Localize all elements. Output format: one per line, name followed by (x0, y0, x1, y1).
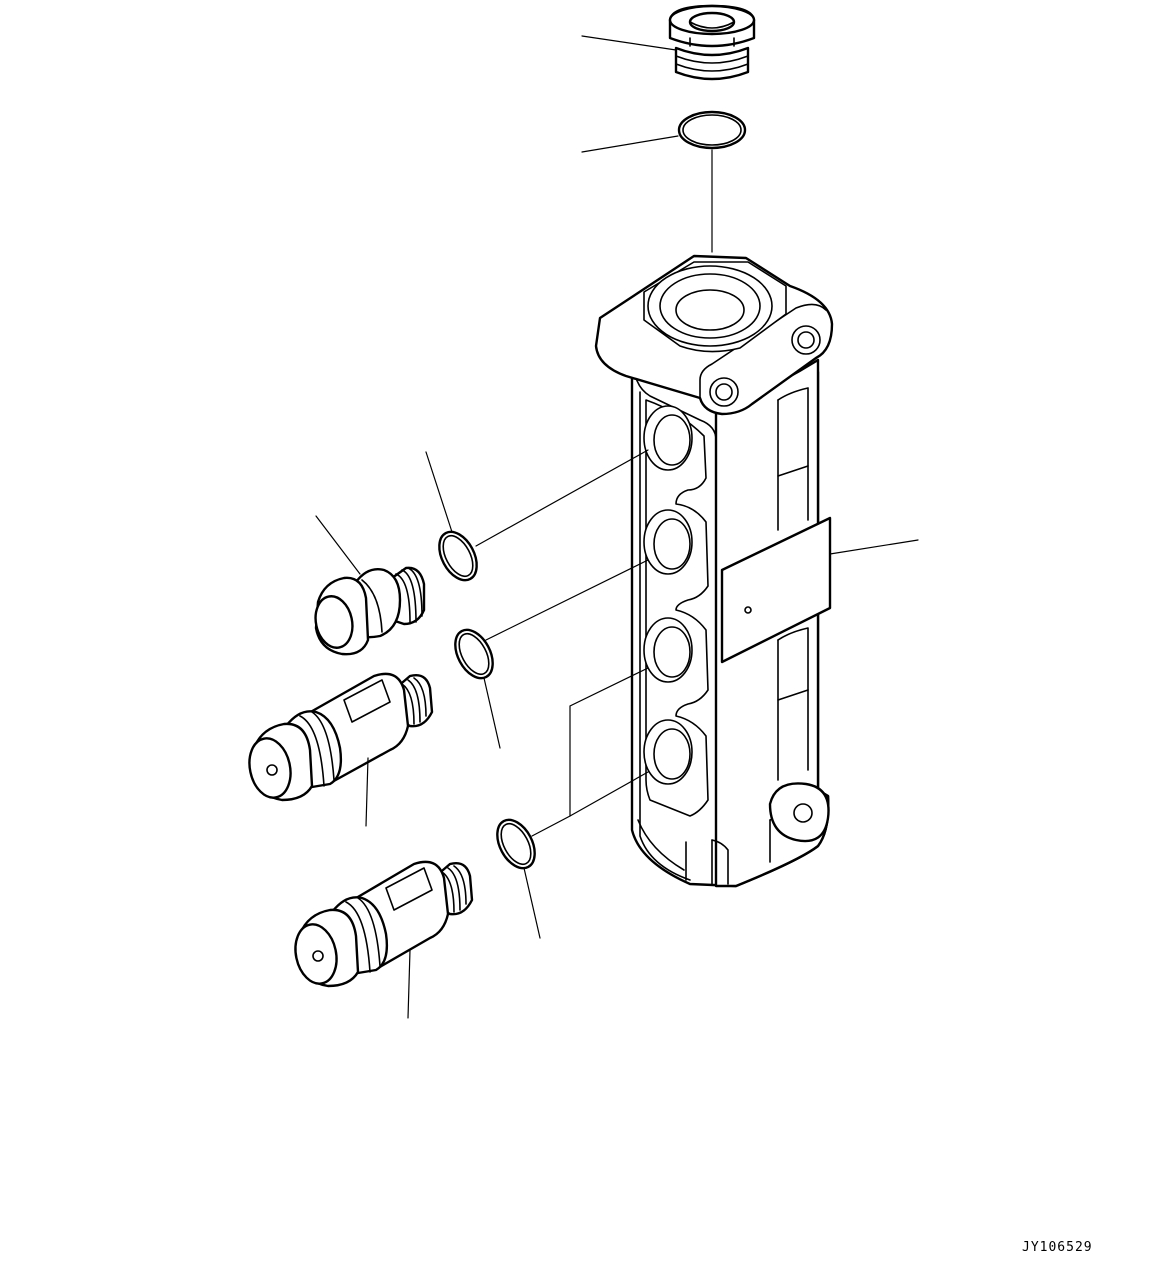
top-o-ring-icon (677, 110, 747, 150)
leader-relief-valve-2 (407, 949, 411, 1019)
relief-valve-1-icon (248, 672, 434, 802)
relief-valve-2-icon (294, 860, 474, 988)
leader-o-ring-3 (523, 867, 541, 939)
assembly-line-o-ring-3b (569, 771, 649, 817)
o-ring-3-icon (496, 818, 536, 870)
assembly-line-o-ring-2 (485, 559, 649, 641)
o-ring-2-icon (454, 628, 494, 680)
side-plug-icon (314, 566, 426, 656)
leader-valve-housing (829, 539, 919, 555)
leader-side-plug (315, 515, 361, 575)
top-plug-icon (668, 4, 756, 81)
o-ring-1-icon (438, 530, 478, 582)
valve-housing-icon (594, 254, 834, 888)
leader-o-ring-1 (425, 451, 453, 533)
leader-relief-valve-1 (365, 757, 369, 827)
drawing-code-label: JY106529 (1022, 1240, 1093, 1255)
leader-top-plug (581, 35, 677, 51)
assembly-line-o-ring-3 (531, 667, 649, 837)
leader-top-o-ring (581, 135, 679, 153)
assembly-line-o-ring-1 (475, 449, 649, 547)
leader-o-ring-2 (483, 677, 501, 749)
